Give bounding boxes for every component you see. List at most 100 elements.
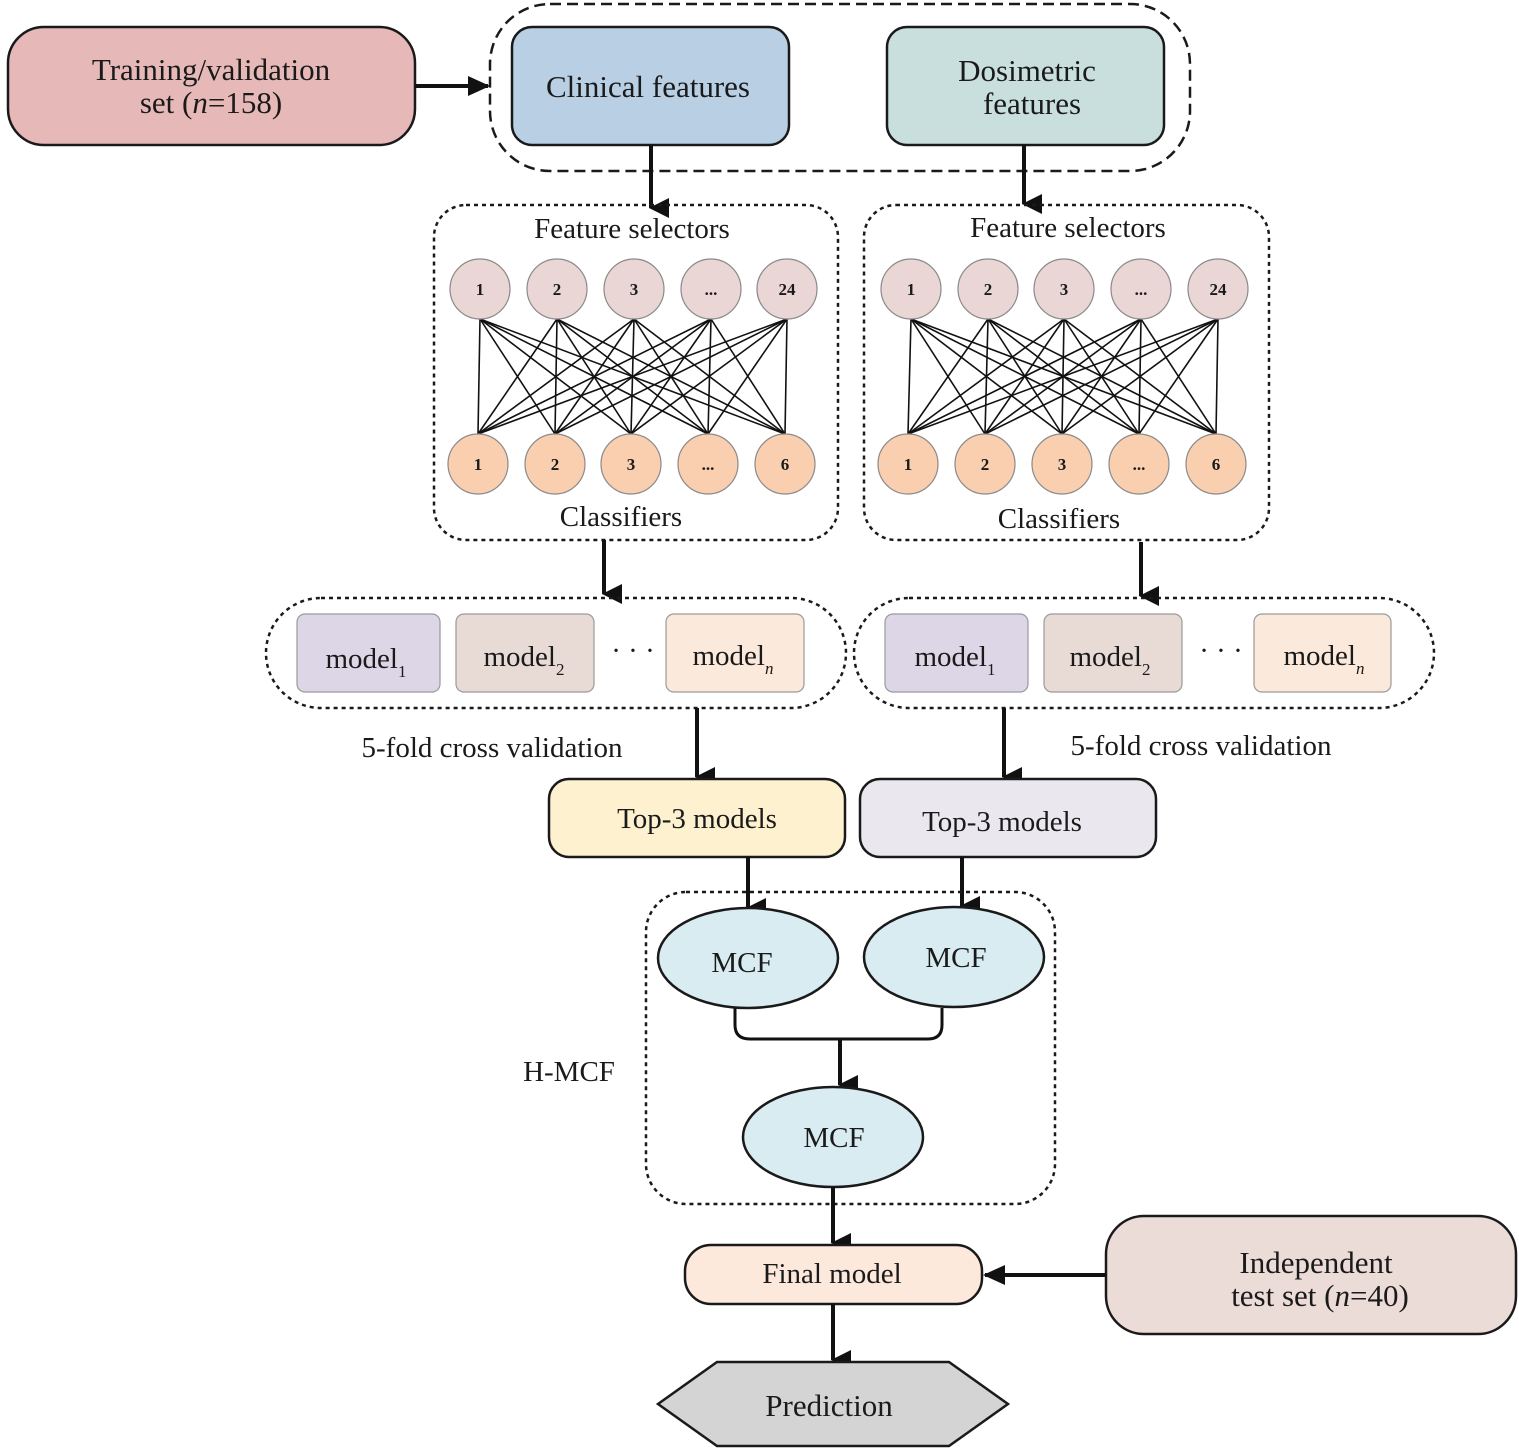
- left-selector-node-3-circle: [603, 258, 665, 320]
- mcf-left-node: [656, 906, 840, 1010]
- left-selector-node-2-label: 2: [553, 280, 562, 299]
- right-top3-box: [858, 777, 1158, 859]
- right-classifier-node-3-circle: [1031, 433, 1093, 495]
- right-edge-1-1: [907, 318, 912, 435]
- right-selector-node-2-circle: [957, 258, 1019, 320]
- right-edge-5-4: [1138, 318, 1219, 435]
- left-edge-5-4: [707, 318, 788, 435]
- left-models-ellipsis: · · ·: [611, 635, 654, 667]
- right-classifier-node-3-label: 3: [1058, 455, 1067, 474]
- left-classifier-node-1-label: 1: [474, 455, 483, 474]
- right-selector-node-3-label: 3: [1060, 280, 1069, 299]
- left-classifier-node-1-circle: [447, 433, 509, 495]
- right-selector-node-2-label: 2: [984, 280, 993, 299]
- left-model-2-box: [455, 613, 595, 693]
- left-top3-box: [547, 777, 847, 859]
- dosimetric-features-label-line1: Dosimetric: [958, 53, 1096, 88]
- left-selector-node-1-circle: [449, 258, 511, 320]
- left-model-n-label: modeln: [693, 640, 774, 678]
- right-cv-label: 5-fold cross validation: [1071, 730, 1332, 762]
- mcf-merge-bracket: [733, 1008, 944, 1041]
- left-edge-5-3: [630, 318, 788, 435]
- right-edge-5-3: [1061, 318, 1219, 435]
- right-model-2-label: model2: [1070, 641, 1151, 679]
- mcf-right-label: MCF: [925, 942, 986, 974]
- left-classifier-node-5-circle: [754, 433, 816, 495]
- right-model-n-box: [1253, 613, 1392, 693]
- right-edge-5-2: [984, 318, 1219, 435]
- right-selector-node-1-circle: [880, 258, 942, 320]
- right-models-ellipsis: · · ·: [1199, 635, 1242, 667]
- right-edge-4-1: [907, 318, 1142, 435]
- right-selector-node-4-circle: [1110, 258, 1172, 320]
- left-selector-node-5-label: 24: [779, 280, 797, 299]
- right-edge-5-1: [907, 318, 1219, 435]
- left-classifier-node-3-circle: [600, 433, 662, 495]
- left-selector-node-1-label: 1: [476, 280, 485, 299]
- prediction-hexagon: [655, 1360, 1011, 1448]
- right-selector-node-1-label: 1: [907, 280, 916, 299]
- right-models-group: [852, 596, 1436, 710]
- left-models-group: [264, 596, 848, 710]
- right-top3-label: Top-3 models: [922, 806, 1082, 838]
- final-model-label: Final model: [762, 1258, 901, 1290]
- left-selector-node-5-circle: [756, 258, 818, 320]
- independent-test-set-line1: Independent: [1239, 1245, 1393, 1280]
- left-selector-node-4-label: ...: [705, 280, 718, 299]
- left-network-panel: [432, 203, 840, 542]
- right-selector-node-4-label: ...: [1135, 280, 1148, 299]
- right-selector-node-3-circle: [1033, 258, 1095, 320]
- right-classifier-node-4-circle: [1108, 433, 1170, 495]
- right-model-1-label: model1: [915, 641, 996, 679]
- right-classifier-node-2-circle: [954, 433, 1016, 495]
- left-edge-3-1: [477, 318, 635, 435]
- left-edge-5-2: [554, 318, 788, 435]
- left-edge-2-1: [477, 318, 558, 435]
- left-edge-1-1: [477, 318, 481, 435]
- left-selector-node-3-label: 3: [630, 280, 639, 299]
- left-model-n-box: [665, 613, 805, 693]
- right-edge-2-1: [907, 318, 989, 435]
- left-model-1-label: model1: [326, 643, 407, 681]
- left-top3-label: Top-3 models: [617, 803, 777, 835]
- right-network-panel: [862, 203, 1271, 542]
- right-model-2-box: [1043, 613, 1183, 693]
- hmcf-label: H-MCF: [523, 1056, 615, 1088]
- training-set-label-line1: Training/validation: [92, 52, 331, 87]
- mcf-bottom-label: MCF: [803, 1122, 864, 1154]
- right-classifier-node-5-circle: [1185, 433, 1247, 495]
- features-group: [488, 2, 1192, 173]
- left-selectors-title: Feature selectors: [534, 213, 730, 245]
- independent-test-set-line2: test set (n=40): [1231, 1278, 1409, 1313]
- right-classifiers-title: Classifiers: [998, 503, 1120, 535]
- right-edge-3-1: [907, 318, 1065, 435]
- right-selectors-title: Feature selectors: [970, 212, 1166, 244]
- left-edge-5-1: [477, 318, 788, 435]
- mcf-left-label: MCF: [711, 947, 772, 979]
- right-edge-5-5: [1215, 318, 1219, 435]
- prediction-label: Prediction: [765, 1388, 893, 1423]
- right-classifier-node-2-label: 2: [981, 455, 990, 474]
- left-classifier-node-2-label: 2: [551, 455, 560, 474]
- right-classifier-node-1-circle: [877, 433, 939, 495]
- left-cv-label: 5-fold cross validation: [362, 732, 623, 764]
- right-selector-node-5-label: 24: [1210, 280, 1228, 299]
- left-classifiers-title: Classifiers: [560, 501, 682, 533]
- left-classifier-node-5-label: 6: [781, 455, 790, 474]
- right-classifier-node-4-label: ...: [1133, 455, 1146, 474]
- left-classifier-node-3-label: 3: [627, 455, 636, 474]
- left-edge-5-5: [784, 318, 788, 435]
- left-selector-node-4-circle: [680, 258, 742, 320]
- dosimetric-features-label-line2: features: [983, 86, 1081, 121]
- training-set-label-line2: set (n=158): [140, 85, 282, 120]
- left-classifier-node-4-circle: [677, 433, 739, 495]
- right-model-1-box: [884, 613, 1029, 693]
- left-selector-node-2-circle: [526, 258, 588, 320]
- left-model-2-label: model2: [484, 641, 565, 679]
- right-classifier-node-1-label: 1: [904, 455, 913, 474]
- hmcf-group: [644, 890, 1057, 1206]
